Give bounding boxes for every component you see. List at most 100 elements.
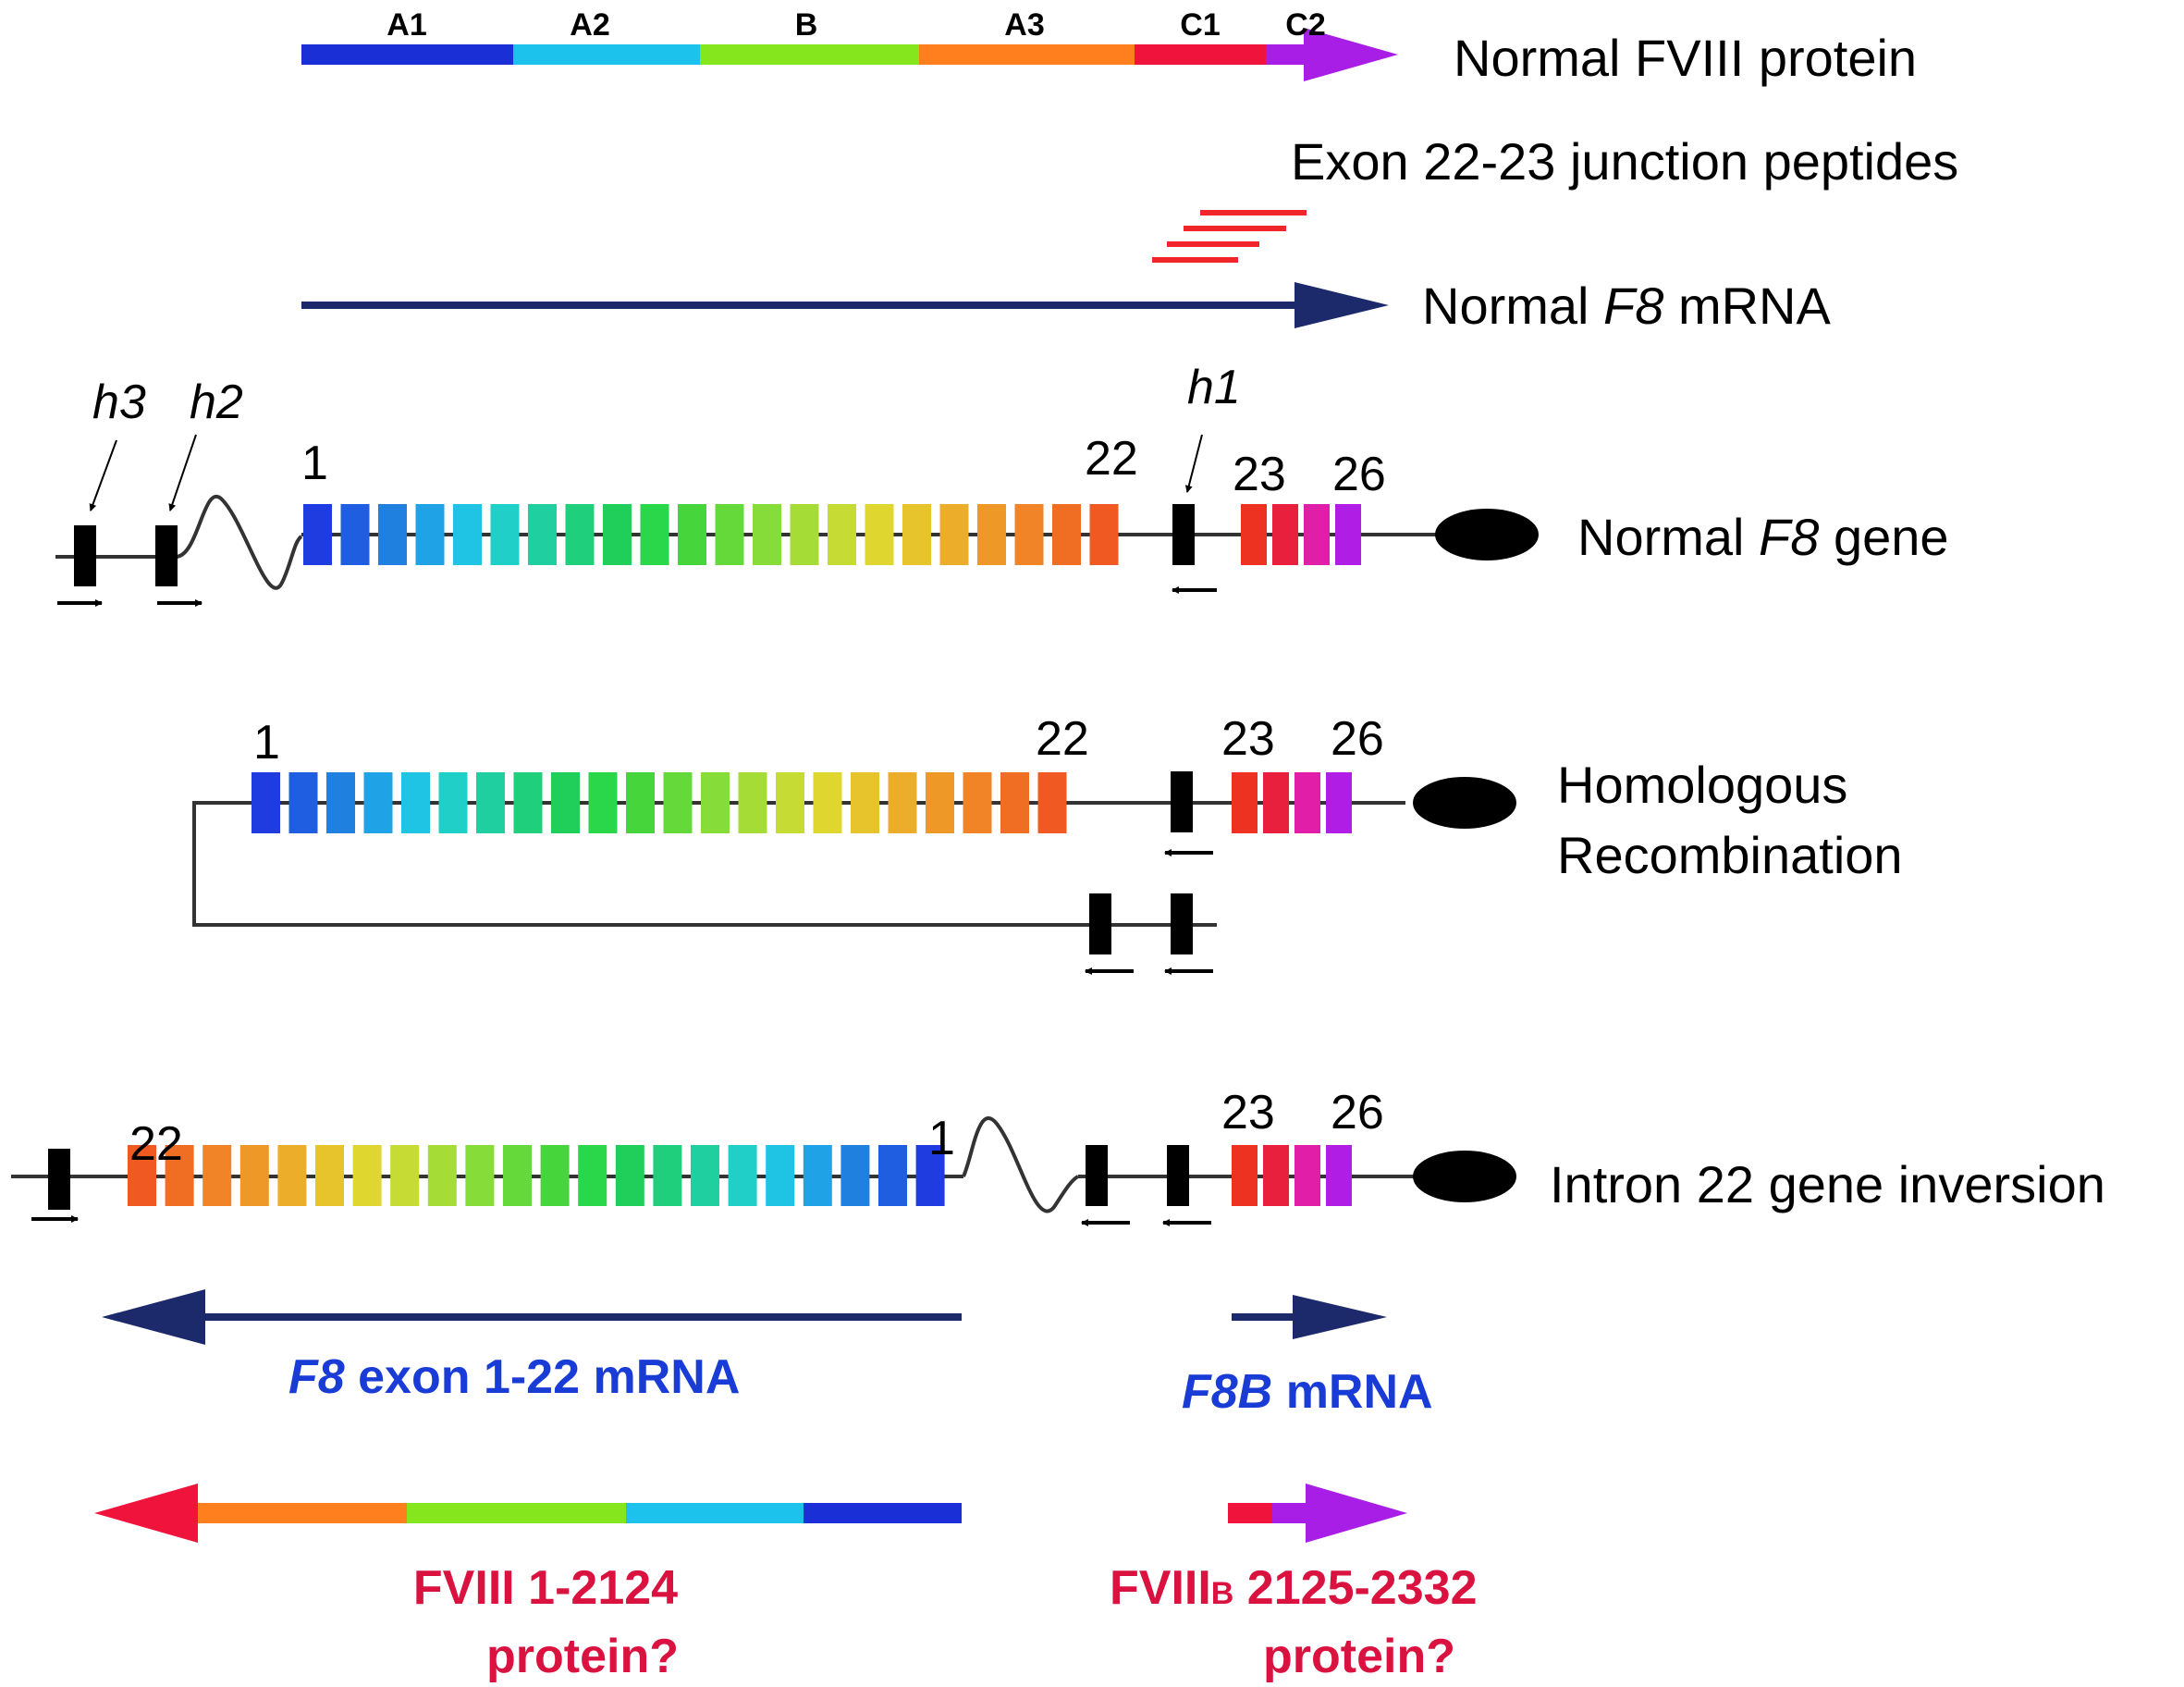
inv-exon-26-label: 26 (1331, 1086, 1384, 1139)
exon-9-box (551, 772, 580, 833)
exon-13-box (753, 504, 781, 565)
domain-c2-arrowhead (1304, 28, 1398, 81)
inverted-tail-exons (1232, 1145, 1352, 1206)
homologous-label: Homologous (1557, 756, 1847, 814)
exon-12-box (503, 1145, 532, 1206)
h1-pointer (1184, 434, 1203, 493)
domain-b-segment (700, 44, 919, 65)
exon-9-box (603, 504, 632, 565)
exon-19-box (977, 504, 1006, 565)
homology-region-h3 (74, 525, 96, 586)
exon-8-box (565, 504, 595, 565)
f8b-mrna-label: F8B mRNA (1182, 1365, 1433, 1419)
exon-7-box (691, 1145, 719, 1206)
exon-25-box (1294, 1145, 1320, 1206)
inv-exon-1-label: 1 (928, 1112, 955, 1165)
exon-25-box (1294, 772, 1320, 833)
domain-a2-segment (513, 44, 700, 65)
exon-23-box (1232, 1145, 1258, 1206)
exon-10-box (588, 772, 618, 833)
recomb-exon-26-label: 26 (1331, 712, 1384, 766)
exon-22-box (128, 1145, 156, 1206)
exon-22-box (1089, 504, 1119, 565)
f8b-mrna-arrow (1232, 1295, 1387, 1339)
h2-label: h2 (190, 376, 243, 429)
exon-14-box (790, 504, 819, 565)
exon-6-box (728, 1145, 757, 1206)
domain-b-label: B (795, 7, 818, 43)
exon-21-box (165, 1145, 194, 1206)
exon-8-box (513, 772, 543, 833)
exon-1-box (915, 1145, 945, 1206)
domain-a1-segment (301, 44, 513, 65)
fviiib-c1-segment (1228, 1503, 1272, 1523)
domain-a3-label: A3 (1004, 7, 1044, 43)
inverted-exons (128, 1145, 945, 1206)
inv-exon-23-label: 23 (1221, 1086, 1275, 1139)
exon-23-box (1232, 772, 1258, 833)
domain-a1-label: A1 (386, 7, 426, 43)
exon-3-box (378, 504, 407, 565)
domain-a2-label: A2 (570, 7, 609, 43)
junction-peptides-label: Exon 22-23 junction peptides (1291, 132, 1958, 191)
fviiib-2125-2332-label: FVIIIB 2125-2332 (1110, 1561, 1477, 1615)
exon-16-box (352, 1145, 382, 1206)
exon-26-box (1335, 504, 1361, 565)
homology-region (1089, 893, 1111, 954)
truncated-a1-segment (804, 1503, 962, 1523)
exon-6-box (490, 504, 520, 565)
exon-14-box (738, 772, 767, 833)
exon-6-box (438, 772, 468, 833)
gene-terminus (1413, 1151, 1516, 1202)
intron-22-inversion-label: Intron 22 gene inversion (1550, 1155, 2105, 1213)
exon-18-box (888, 772, 917, 833)
exon-3-box (326, 772, 355, 833)
intron-22-inversion (11, 1116, 1516, 1226)
exon-15-box (390, 1145, 420, 1206)
truncated-c1-arrowhead (94, 1484, 198, 1543)
normal-f8-gene-label: Normal F8 gene (1577, 508, 1949, 566)
fviii-1-2124-label: FVIII 1-2124 (413, 1561, 678, 1615)
homology-region (1171, 893, 1193, 954)
domain-c1-label: C1 (1180, 7, 1220, 43)
recombination-exons (252, 772, 1352, 833)
exon-19-box (239, 1145, 269, 1206)
normal-f8-gene (55, 434, 1539, 607)
gene-terminus (1413, 777, 1516, 829)
exon-23-label: 23 (1233, 448, 1286, 501)
junction-peptides (1152, 210, 1307, 263)
exon-16-box (813, 772, 842, 833)
exon-10-box (578, 1145, 607, 1206)
exon-2-box (878, 1145, 907, 1206)
fviiib-arrowhead (1306, 1484, 1407, 1543)
exon-10-box (640, 504, 669, 565)
exon-18-box (939, 504, 969, 565)
exon-5-box (766, 1145, 795, 1206)
exon-3-box (840, 1145, 870, 1206)
exon-17-box (902, 504, 931, 565)
exon-15-box (776, 772, 804, 833)
domain-c2-label: C2 (1285, 7, 1325, 43)
f8-exon-1-22-mrna-label: F8 exon 1-22 mRNA (288, 1350, 740, 1404)
exon-14-box (427, 1145, 457, 1206)
exon-7-box (476, 772, 505, 833)
recombination-label: Recombination (1557, 826, 1903, 884)
exon-15-box (828, 504, 856, 565)
h3-pointer (89, 439, 117, 511)
fviii-1-2124-protein-bar (94, 1484, 962, 1543)
exon-26-box (1326, 1145, 1352, 1206)
truncated-c1-segment (194, 1503, 200, 1523)
gene-terminus (1435, 509, 1539, 560)
exon-26-box (1326, 772, 1352, 833)
exon-18-box (277, 1145, 307, 1206)
exon-17-box (851, 772, 879, 833)
exon-2-box (340, 504, 370, 565)
homology-region (1167, 1145, 1189, 1206)
truncated-b-segment (407, 1503, 626, 1523)
exon-11-box (678, 504, 706, 565)
exon-21-box (1052, 504, 1081, 565)
exon-23-box (1241, 504, 1267, 565)
exon-20-box (963, 772, 992, 833)
